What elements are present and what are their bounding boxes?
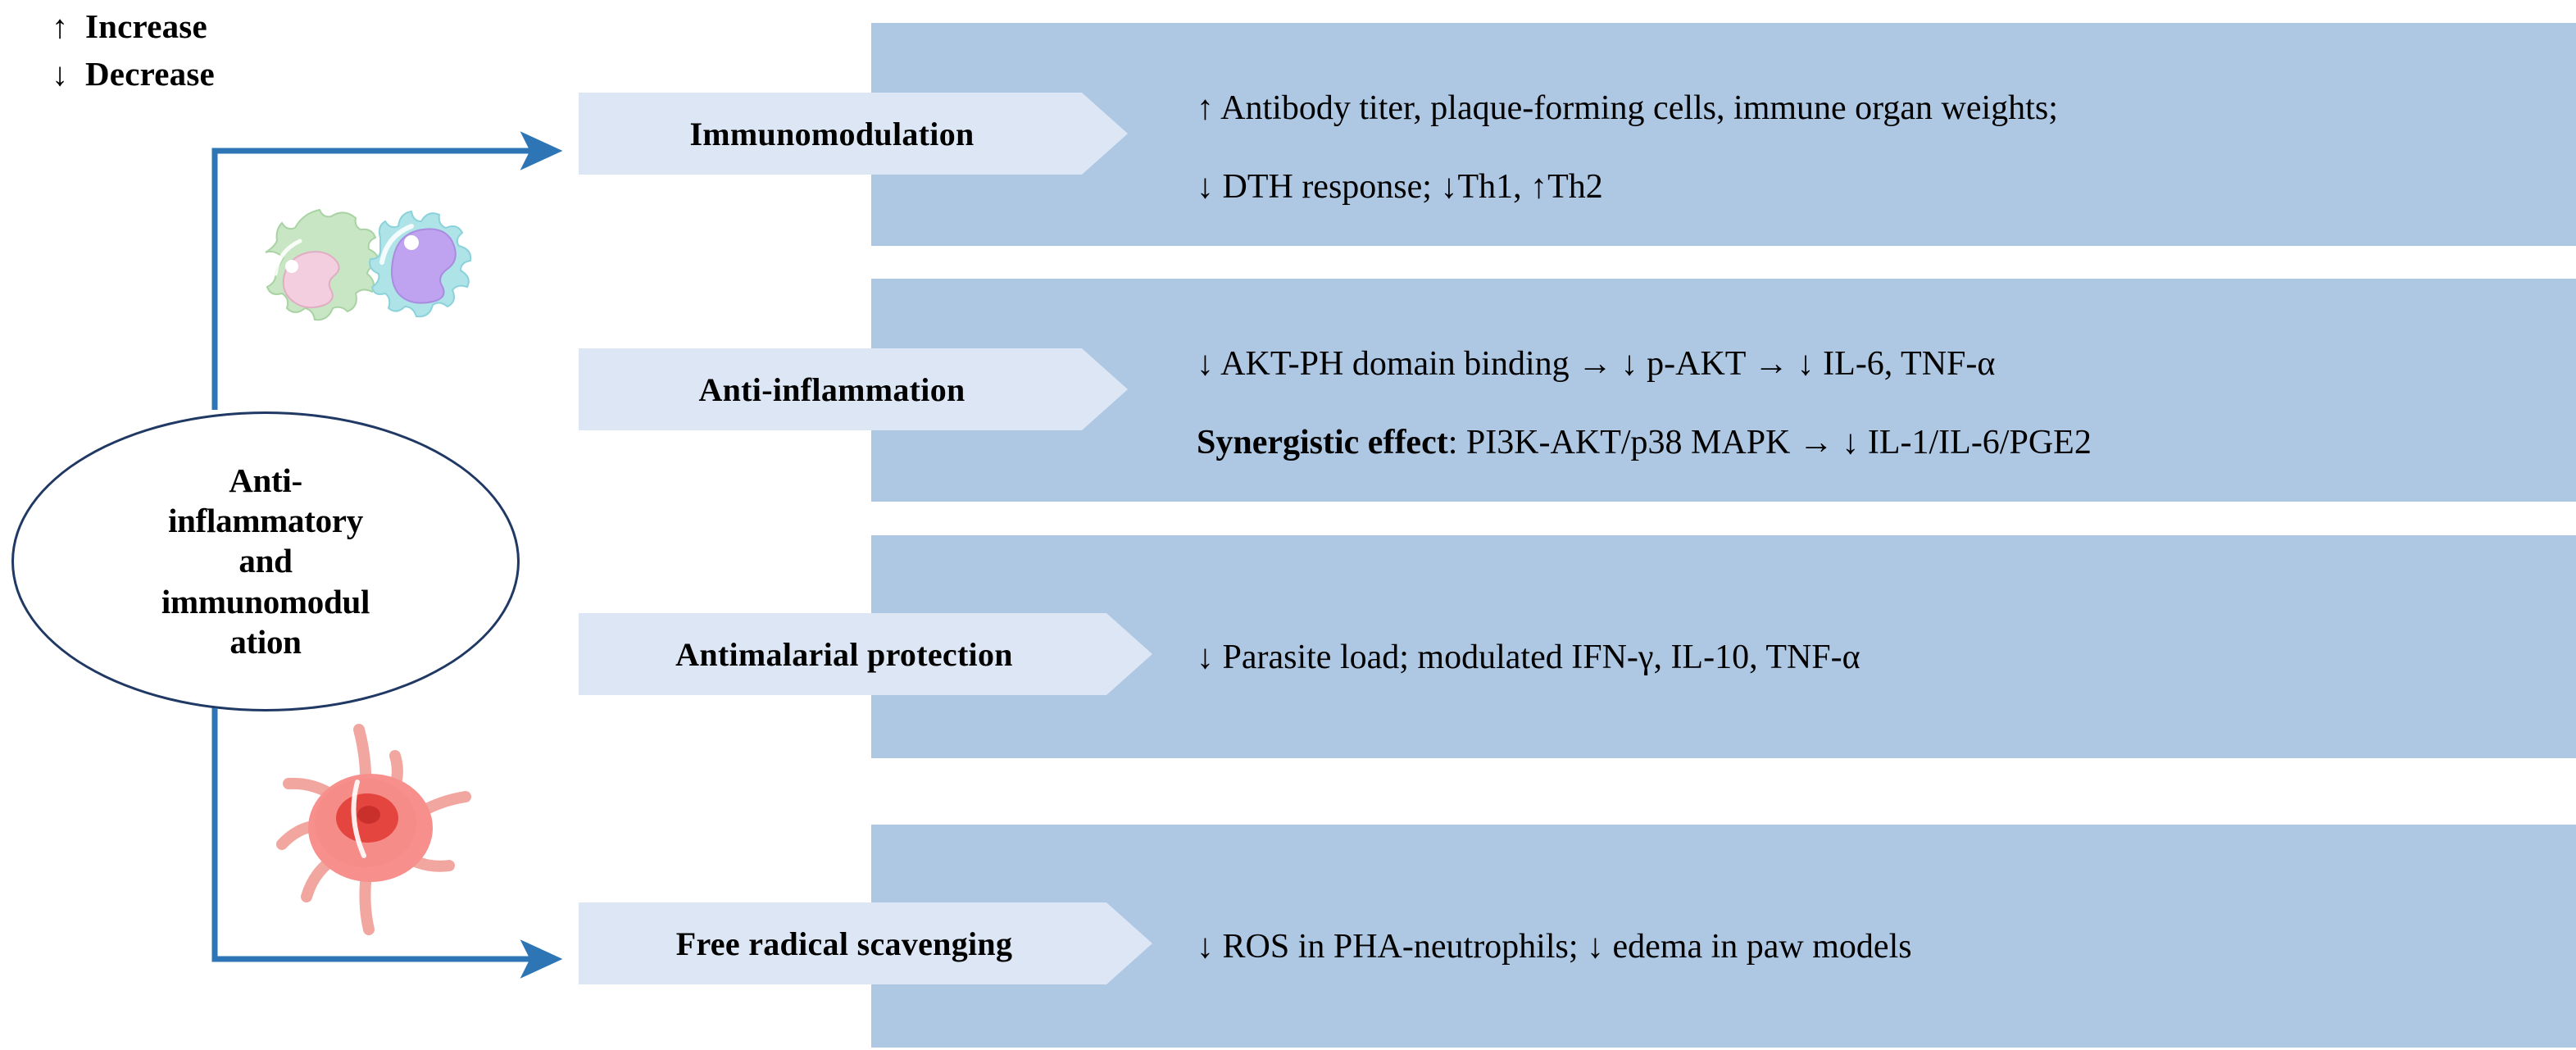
cyan-immune-cell [369, 210, 472, 318]
row-text-antimalarial-protection: ↓ Parasite load; modulated IFN-γ, IL-10,… [1197, 639, 1860, 675]
center-node-line: ation [229, 622, 302, 661]
chevron-label-anti-inflammation: Anti-inflammation [698, 370, 965, 408]
green-immune-cell [265, 208, 380, 321]
synergistic-effect-label: Synergistic effect [1197, 424, 1448, 462]
row-line: ↓ Parasite load; modulated IFN-γ, IL-10,… [1197, 639, 1860, 676]
legend-label-decrease: Decrease [85, 55, 215, 93]
center-node-label: Anti- inflammatory and immunomodul ation [161, 461, 370, 662]
center-node-line: inflammatory [168, 502, 363, 540]
parasite-highlight [351, 780, 366, 858]
band-immunomodulation [871, 23, 2576, 246]
row-line: ↓ ROS in PHA-neutrophils; ↓ edema in paw… [1197, 928, 1912, 966]
malaria-parasite-illustration [276, 724, 471, 935]
parasite-nucleolus [357, 806, 380, 824]
legend-label-increase: Increase [85, 7, 207, 45]
row-line: ↓ DTH response; ↓Th1, ↑Th2 [1197, 168, 1603, 207]
row-text-anti-inflammation: ↓ AKT-PH domain binding → ↓ p-AKT → ↓ IL… [1197, 346, 2092, 461]
immune-cells-illustration [265, 208, 472, 321]
down-arrow-icon: ↓ [52, 56, 68, 93]
row-text-free-radical-scavenging: ↓ ROS in PHA-neutrophils; ↓ edema in paw… [1197, 929, 1912, 965]
row-line: ↓ AKT-PH domain binding → ↓ p-AKT → ↓ IL… [1197, 345, 1996, 383]
band-antimalarial-protection [871, 535, 2576, 758]
legend-item-increase: ↑ Increase [49, 7, 393, 54]
chevron-label-antimalarial-protection: Antimalarial protection [675, 635, 1013, 673]
synergistic-effect-detail: : PI3K-AKT/p38 MAPK → ↓ IL-1/IL-6/PGE2 [1447, 424, 2092, 462]
chevron-antimalarial-protection[interactable]: Antimalarial protection [579, 613, 1152, 695]
chevron-free-radical-scavenging[interactable]: Free radical scavenging [579, 902, 1152, 984]
up-arrow-icon: ↑ [52, 8, 68, 45]
chevron-anti-inflammation[interactable]: Anti-inflammation [579, 348, 1128, 430]
band-anti-inflammation [871, 279, 2576, 502]
center-node-line: Anti- [229, 461, 302, 500]
band-free-radical-scavenging [871, 825, 2576, 1048]
chevron-immunomodulation[interactable]: Immunomodulation [579, 93, 1128, 175]
center-node-ellipse[interactable]: Anti- inflammatory and immunomodul ation [11, 411, 520, 711]
legend: ↑ Increase ↓ Decrease [49, 7, 393, 102]
center-node-line: and [239, 542, 293, 580]
row-line-synergistic: Synergistic effect: PI3K-AKT/p38 MAPK → … [1197, 425, 2092, 461]
center-node-line: immunomodul [161, 582, 370, 620]
chevron-label-free-radical-scavenging: Free radical scavenging [675, 925, 1013, 962]
row-text-immunomodulation: ↑ Antibody titer, plaque-forming cells, … [1197, 90, 2058, 205]
chevron-label-immunomodulation: Immunomodulation [689, 115, 975, 152]
legend-item-decrease: ↓ Decrease [49, 54, 393, 102]
row-line: ↑ Antibody titer, plaque-forming cells, … [1197, 89, 2058, 127]
